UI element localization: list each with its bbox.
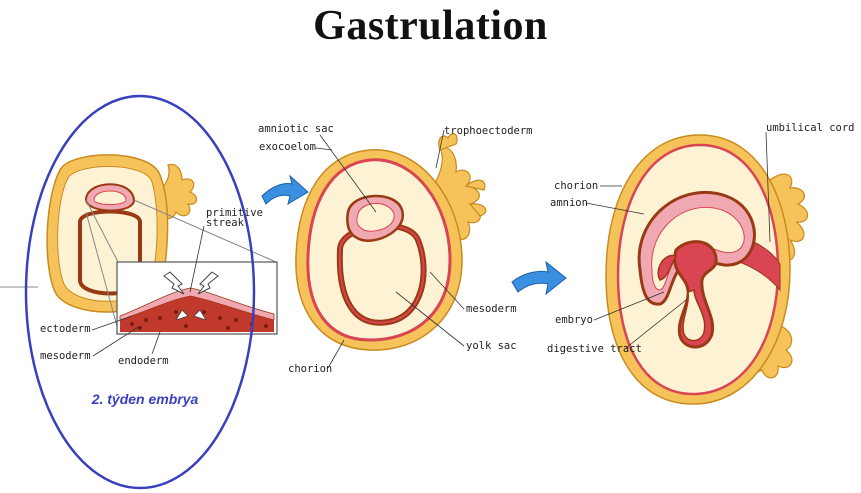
- label-chorion-3: chorion: [554, 180, 598, 192]
- label-ectoderm: ectoderm: [40, 323, 91, 335]
- caption-week: 2. týden embrya: [91, 391, 199, 407]
- label-amniotic-sac: amniotic sac: [258, 123, 334, 135]
- label-endoderm: endoderm: [118, 355, 169, 367]
- label-exocoelom: exocoelom: [259, 141, 316, 153]
- label-umbilical-cord: umbilical cord: [766, 122, 855, 134]
- stage3-embryo: [606, 135, 808, 404]
- arrow-stage1-to-stage2: [262, 176, 308, 204]
- label-mesoderm-2: mesoderm: [466, 303, 517, 315]
- label-digestive-tract: digestive tract: [547, 343, 642, 355]
- label-mesoderm: mesoderm: [40, 350, 91, 362]
- arrow-stage2-to-stage3: [512, 262, 566, 294]
- label-chorion-2: chorion: [288, 363, 332, 375]
- label-yolk-sac: yolk sac: [466, 340, 517, 352]
- label-embryo: embryo: [555, 314, 593, 326]
- stage2-embryo: [296, 134, 486, 350]
- label-amnion: amnion: [550, 197, 588, 209]
- label-primitive-streak-2: streak: [206, 217, 245, 229]
- label-trophoectoderm: trophoectoderm: [444, 125, 533, 137]
